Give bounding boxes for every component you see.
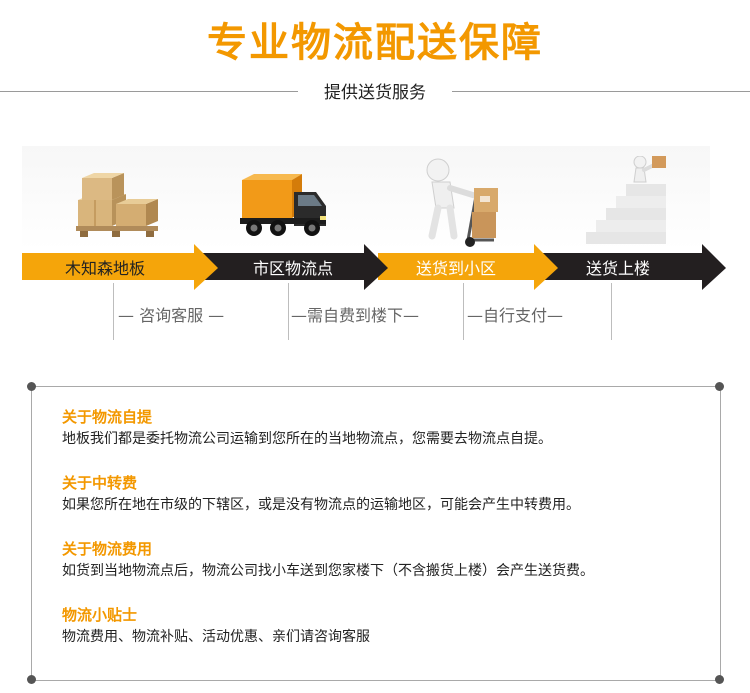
note-text: 地板我们都是委托物流公司运输到您所在的当地物流点，您需要去物流点自提。 (62, 431, 552, 447)
note-text: 物流费用、物流补贴、活动优惠、亲们请咨询客服 (62, 629, 370, 645)
corner-dot-top-right (715, 382, 724, 391)
process-arrow-band (22, 244, 726, 290)
note-text: 如货到当地物流点后，物流公司找小车送到您家楼下（不含搬货上楼）会产生送货费。 (62, 563, 594, 579)
page-title: 专业物流配送保障 (207, 20, 543, 66)
note-logistics-fee: 关于物流费用 如货到当地物流点后，物流公司找小车送到您家楼下（不含搬货上楼）会产… (62, 538, 594, 582)
note-self-pickup: 关于物流自提 地板我们都是委托物流公司运输到您所在的当地物流点，您需要去物流点自… (62, 406, 552, 450)
note-title: 关于物流自提 (62, 408, 153, 426)
note-title: 关于中转费 (62, 474, 138, 492)
subtitle-rule-right (452, 91, 750, 92)
subtitle-rule-left (0, 91, 298, 92)
note-title: 关于物流费用 (62, 540, 153, 558)
corner-dot-bottom-left (27, 675, 36, 684)
divider-3 (463, 283, 464, 340)
arrow-step-2 (202, 244, 388, 290)
subtitle: 提供送货服务 (324, 83, 426, 103)
corner-dot-top-left (27, 382, 36, 391)
person-stairs-box-icon (586, 156, 666, 244)
service-self-pay: —自行支付— (467, 306, 564, 325)
note-title: 物流小贴士 (62, 606, 138, 624)
step-label-4: 送货上楼 (585, 259, 650, 278)
arrow-step-3 (378, 244, 558, 290)
service-consult: — 咨询客服 — (118, 306, 225, 325)
delivery-truck-icon (240, 174, 326, 236)
service-self-pay-downstairs: —需自费到楼下— (291, 306, 420, 325)
notes-box (31, 386, 721, 681)
note-transfer-fee: 关于中转费 如果您所在地在市级的下辖区，或是没有物流点的运输地区，可能会产生中转… (62, 472, 580, 516)
wooden-pallet-boxes-icon (76, 173, 158, 237)
divider-4 (611, 283, 612, 340)
step-label-2: 市区物流点 (252, 259, 333, 278)
step-label-3: 送货到小区 (415, 259, 496, 278)
step-label-1: 木知森地板 (64, 259, 145, 278)
note-text: 如果您所在地在市级的下辖区，或是没有物流点的运输地区，可能会产生中转费用。 (62, 497, 580, 513)
arrow-step-1 (22, 244, 218, 290)
note-tips: 物流小贴士 物流费用、物流补贴、活动优惠、亲们请咨询客服 (62, 604, 370, 648)
person-hand-truck-icon (426, 158, 498, 247)
corner-dot-bottom-right (715, 675, 724, 684)
divider-2 (288, 283, 289, 340)
divider-1 (113, 283, 114, 340)
